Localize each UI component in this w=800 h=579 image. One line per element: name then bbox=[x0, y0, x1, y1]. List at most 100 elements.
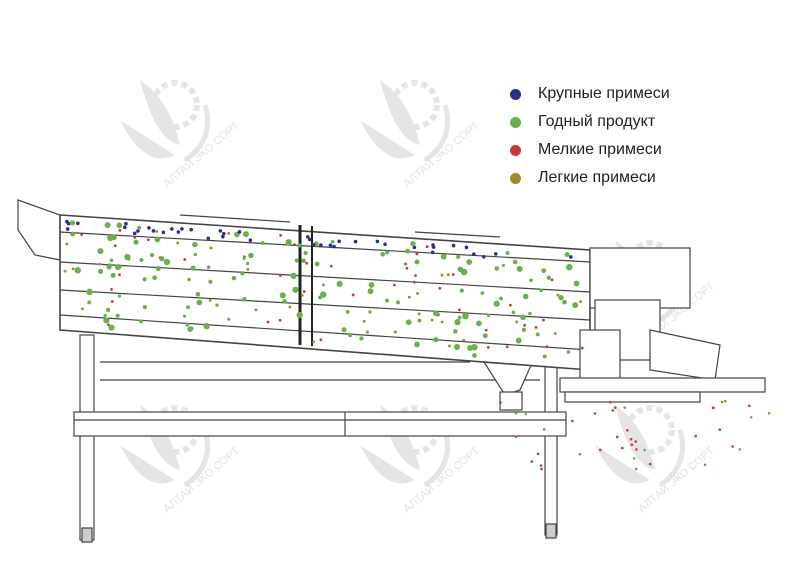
particle-fine bbox=[438, 286, 442, 290]
particle-light bbox=[254, 308, 258, 312]
outlet-chute bbox=[649, 329, 721, 381]
particle-coarse bbox=[65, 219, 69, 224]
particle-good bbox=[535, 332, 540, 337]
particle-coarse bbox=[151, 229, 156, 233]
particle-fine bbox=[451, 273, 455, 276]
particle-fine bbox=[550, 278, 554, 282]
particle-good bbox=[460, 268, 468, 276]
particle-good bbox=[104, 222, 111, 229]
particle-coarse bbox=[311, 243, 316, 247]
particle-fine bbox=[580, 346, 584, 350]
particle-good bbox=[516, 265, 523, 272]
particle-good bbox=[105, 307, 111, 313]
particle-good bbox=[512, 259, 518, 265]
particle-fine bbox=[694, 434, 697, 438]
particle-good bbox=[245, 261, 250, 266]
particle-fine bbox=[415, 252, 419, 256]
particle-good bbox=[480, 291, 485, 295]
particle-light bbox=[208, 299, 212, 302]
particle-light bbox=[312, 340, 315, 344]
legend-item-good: Годный продукт bbox=[510, 108, 670, 136]
particle-fine bbox=[523, 323, 526, 327]
particles-layer bbox=[63, 219, 771, 471]
particle-light bbox=[723, 399, 727, 403]
particle-good bbox=[385, 250, 390, 255]
particle-fine bbox=[545, 345, 549, 349]
particle-good bbox=[63, 269, 67, 273]
particle-good bbox=[572, 302, 579, 309]
particle-good bbox=[368, 282, 375, 288]
particle-fine bbox=[514, 435, 518, 438]
particle-good bbox=[137, 225, 142, 230]
particle-light bbox=[462, 338, 466, 342]
particle-good bbox=[546, 275, 552, 280]
particle-fine bbox=[110, 288, 113, 291]
particle-light bbox=[542, 427, 546, 431]
particle-good bbox=[297, 311, 301, 316]
particle-good bbox=[189, 326, 194, 331]
particle-good bbox=[541, 268, 547, 274]
particle-coarse bbox=[180, 227, 184, 231]
particle-good bbox=[97, 248, 104, 255]
particle-good bbox=[341, 327, 347, 333]
particle-light bbox=[430, 318, 434, 322]
particle-fine bbox=[133, 235, 137, 239]
particle-coarse bbox=[248, 238, 253, 243]
particle-light bbox=[579, 300, 582, 304]
particle-good bbox=[186, 305, 191, 310]
particle-light bbox=[158, 256, 162, 259]
frame-beam bbox=[73, 411, 567, 437]
particle-coarse bbox=[481, 255, 486, 259]
particle-good bbox=[414, 341, 420, 348]
particle-coarse bbox=[332, 244, 336, 249]
particle-fine bbox=[711, 406, 715, 410]
watermark-logo: АЛТАЙ ЭКО СОРТ bbox=[120, 80, 242, 190]
particle-light bbox=[155, 230, 159, 233]
particle-good bbox=[501, 263, 506, 268]
particle-good bbox=[417, 318, 422, 323]
particle-coarse bbox=[124, 221, 128, 226]
particle-fine bbox=[748, 404, 751, 408]
particle-fine bbox=[413, 280, 416, 284]
particle-good bbox=[87, 300, 92, 305]
particle-good bbox=[97, 268, 104, 275]
particle-fine bbox=[629, 437, 633, 441]
particle-fine bbox=[414, 274, 417, 278]
particle-good bbox=[109, 258, 114, 263]
particle-good bbox=[203, 322, 210, 330]
particle-good bbox=[472, 353, 477, 358]
particle-good bbox=[511, 310, 516, 315]
legend: Крупные примеси Годный продукт Мелкие пр… bbox=[510, 80, 670, 192]
legend-label: Мелкие примеси bbox=[538, 141, 662, 158]
particle-good bbox=[520, 314, 526, 321]
particle-coarse bbox=[412, 245, 417, 250]
particle-light bbox=[227, 317, 231, 321]
particle-good bbox=[558, 295, 564, 301]
particle-good bbox=[348, 332, 353, 338]
particle-fine bbox=[626, 428, 629, 432]
conveyor bbox=[559, 377, 766, 393]
particle-light bbox=[65, 242, 69, 246]
particle-light bbox=[362, 319, 366, 323]
particle-good bbox=[410, 241, 416, 247]
particle-fine bbox=[593, 412, 597, 415]
particle-light bbox=[246, 267, 250, 271]
particle-fine bbox=[305, 261, 309, 265]
particle-good bbox=[292, 286, 299, 293]
particle-coarse bbox=[493, 252, 498, 256]
particle-good bbox=[155, 265, 161, 271]
particle-good bbox=[514, 411, 518, 415]
particle-good bbox=[405, 248, 411, 254]
particle-good bbox=[314, 261, 320, 267]
particle-good bbox=[528, 311, 532, 316]
particle-good bbox=[242, 256, 246, 261]
particle-good bbox=[260, 241, 265, 245]
particle-good bbox=[294, 258, 299, 263]
particle-light bbox=[553, 332, 557, 335]
particle-good bbox=[242, 297, 247, 302]
particle-light bbox=[720, 400, 724, 404]
particle-good bbox=[187, 277, 191, 282]
particle-fine bbox=[634, 440, 637, 443]
particle-light bbox=[448, 344, 451, 348]
particle-coarse bbox=[122, 225, 127, 230]
